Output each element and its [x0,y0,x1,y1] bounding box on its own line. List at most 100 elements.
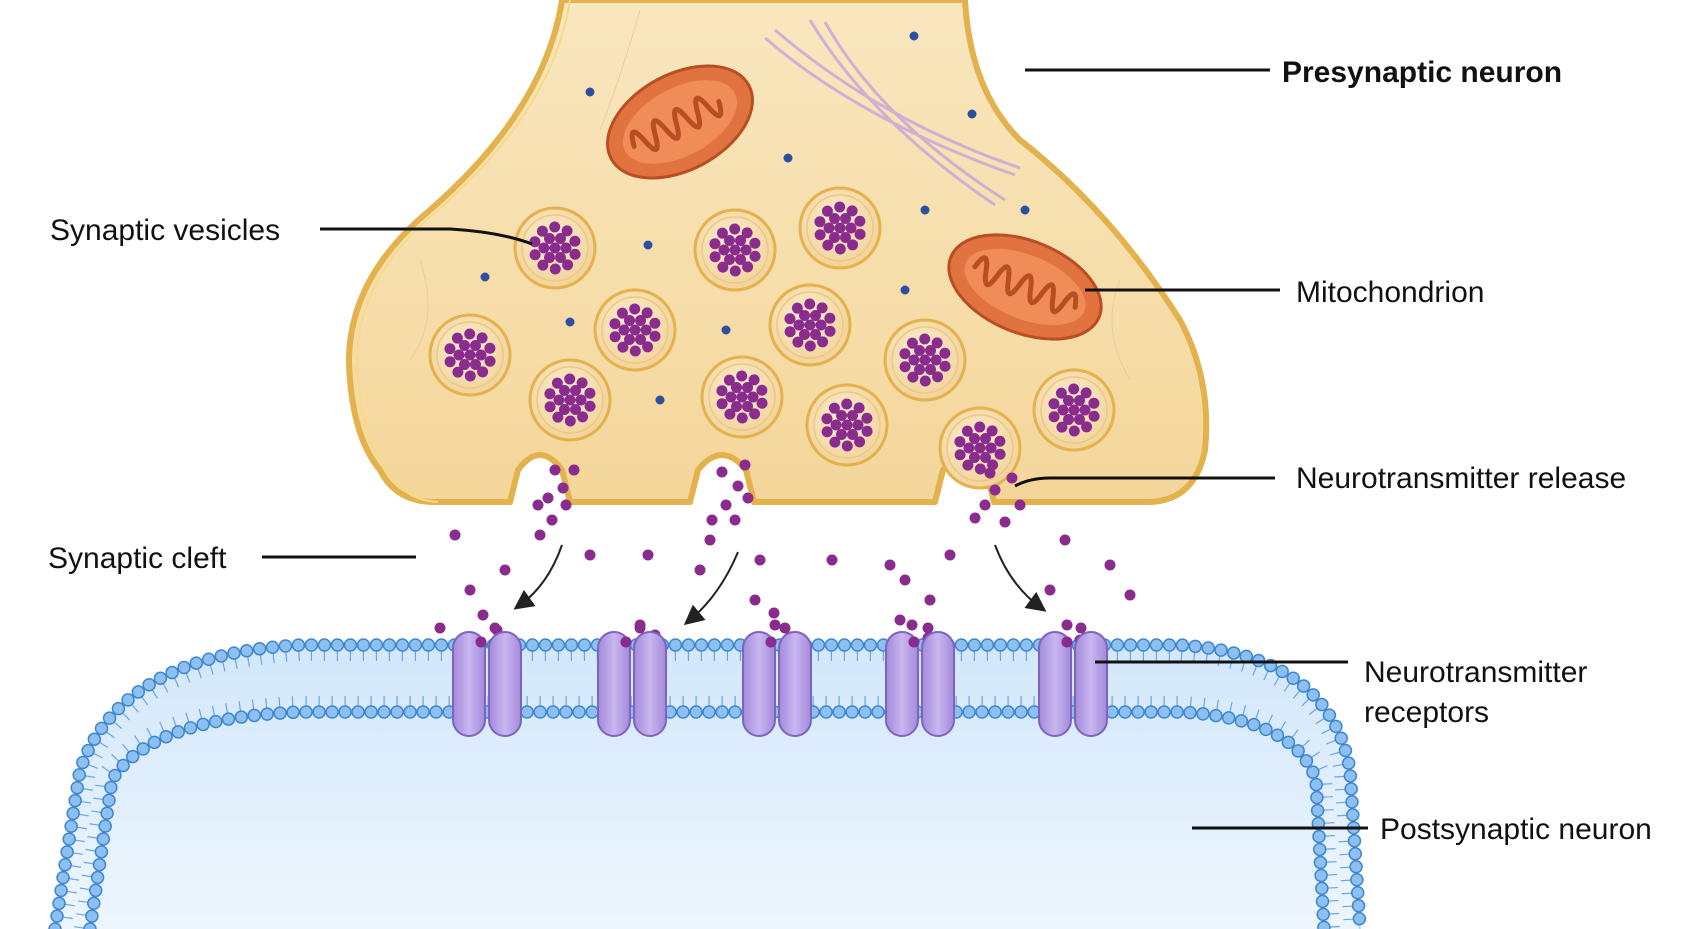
neurotransmitter-molecule [854,215,866,227]
lipid-head [1149,638,1164,652]
neurotransmitter-molecule [649,317,661,329]
neurotransmitter-molecule [577,411,589,423]
lipid-head [681,638,696,652]
neurotransmitter-molecule [723,374,735,386]
neurotransmitter-molecule [736,370,748,382]
lipid-head [434,638,449,652]
lipid-head [1315,881,1329,896]
neurotransmitter-molecule [944,549,956,561]
neurotransmitter-molecule [1074,414,1085,426]
lipid-head [1006,638,1021,652]
neurotransmitter-molecule [810,309,821,321]
lipid-head [1345,795,1359,809]
neurotransmitter-molecule [1063,394,1074,406]
lipid-head [1334,731,1348,745]
cytoplasm-particle [783,153,793,163]
neurotransmitter-molecule [834,243,846,255]
neurotransmitter-molecule [969,512,981,524]
lipid-head [142,677,156,692]
lipid-head [551,638,566,652]
neurotransmitter-molecule [919,375,931,387]
neurotransmitter-molecule [617,341,629,353]
cytoplasm-particle [967,109,977,119]
lipid-head [1131,705,1145,719]
neurotransmitter-molecule [560,242,572,254]
lipid-head [1312,842,1327,857]
neurotransmitter-molecule [919,354,931,366]
neurotransmitter-molecule [538,242,550,254]
lipid-head [1183,705,1197,720]
neurotransmitter-molecule [907,371,919,383]
neurotransmitter-molecule [584,549,596,561]
neurotransmitter-molecule [989,484,1001,496]
neurotransmitter-molecule [847,239,859,251]
neurotransmitter-molecule [748,374,760,386]
synaptic-vesicle [938,406,1022,490]
cytoplasm-particle [721,325,731,335]
neurotransmitter-molecule [716,227,728,239]
lipid-head [171,725,185,739]
lipid-head [1144,705,1158,719]
leader-vesicles [320,227,533,246]
neurotransmitter-molecule [464,328,476,340]
lipid-head [533,705,547,719]
neurotransmitter-molecule [826,554,838,566]
postsynaptic-neuron [48,638,1367,929]
cytoplasm-particle [643,240,653,250]
neurotransmitter-molecule [840,212,851,224]
lipid-head [108,768,122,783]
neurotransmitter-molecule [984,467,996,479]
neurotransmitter-molecule [804,340,816,352]
neurotransmitter-molecule [769,619,781,631]
lipid-head [1347,834,1362,848]
lipid-head [811,638,826,652]
neurotransmitter-molecule [1006,472,1018,484]
lipid-head [76,755,90,770]
lipid-head [858,705,872,719]
lipid-head [546,705,560,719]
neurotransmitter-molecule [476,332,488,344]
neurotransmitter-molecule [985,442,997,454]
lipid-head [88,883,103,898]
lipid-head [421,638,436,652]
neurotransmitter-molecule [791,302,803,314]
lipid-head [863,638,878,652]
lipid-head [1019,638,1034,652]
neurotransmitter-molecule [731,381,742,393]
neurotransmitter-molecule [484,342,496,354]
lipid-head [189,656,204,670]
neurotransmitter-molecule [716,398,728,410]
lipid-head [299,705,313,719]
neurotransmitter-molecule [799,329,810,341]
neurotransmitter-molecule [792,336,804,348]
neurotransmitter-molecule [846,205,858,217]
lipid-head [1352,911,1367,926]
lipid-head [1118,705,1132,719]
neurotransmitter-molecule [544,401,556,413]
lipid-head [125,749,140,764]
neurotransmitter-molecule [736,391,748,403]
neurotransmitter-molecule [815,319,827,331]
neurotransmitter-molecule [559,404,570,416]
lipid-head [325,705,339,719]
lipid-head [715,705,729,719]
neurotransmitter-molecule [969,432,980,444]
label-neurotransmitter-receptors-line1: Neurotransmitter [1364,656,1587,689]
lipid-head [850,638,865,652]
neurotransmitter-molecule [980,452,991,464]
neurotransmitter-molecule [932,371,944,383]
neurotransmitter-molecule [845,222,857,234]
neurotransmitter-molecule [793,319,805,331]
lipid-head [824,638,839,652]
lipid-head [1344,782,1358,796]
lipid-head [382,638,397,652]
neurotransmitter-molecule [499,564,511,576]
neurotransmitter-molecule [961,425,973,437]
neurotransmitter-molecule [861,425,873,437]
neurotransmitter-molecule [736,412,748,424]
neurotransmitter-molecule [986,425,998,437]
lipid-head [165,665,179,680]
lipid-head [416,705,430,719]
lipid-head [183,721,198,735]
neurotransmitter-molecule [529,236,541,248]
